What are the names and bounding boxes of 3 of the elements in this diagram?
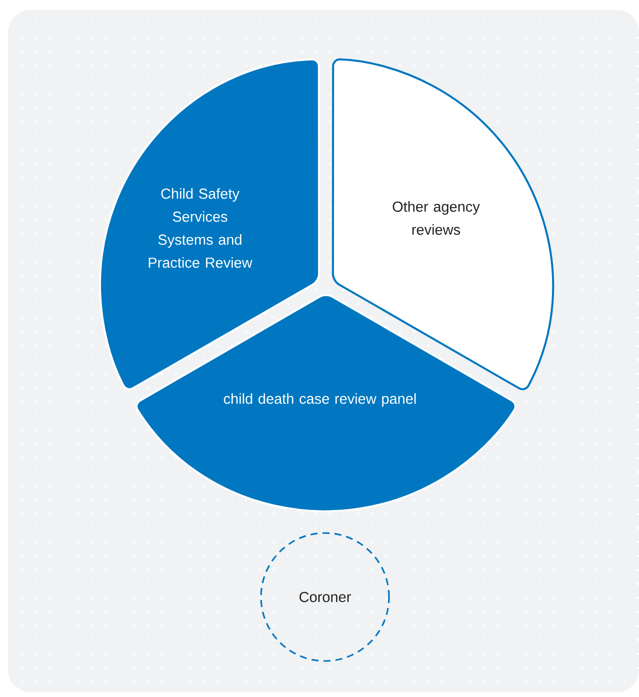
pie-segment: child death case review panel bbox=[136, 294, 516, 512]
pie-segment: Child Safety Services Systems and Practice Review bbox=[99, 58, 320, 390]
pie-segment: Other agency reviews bbox=[332, 58, 554, 390]
